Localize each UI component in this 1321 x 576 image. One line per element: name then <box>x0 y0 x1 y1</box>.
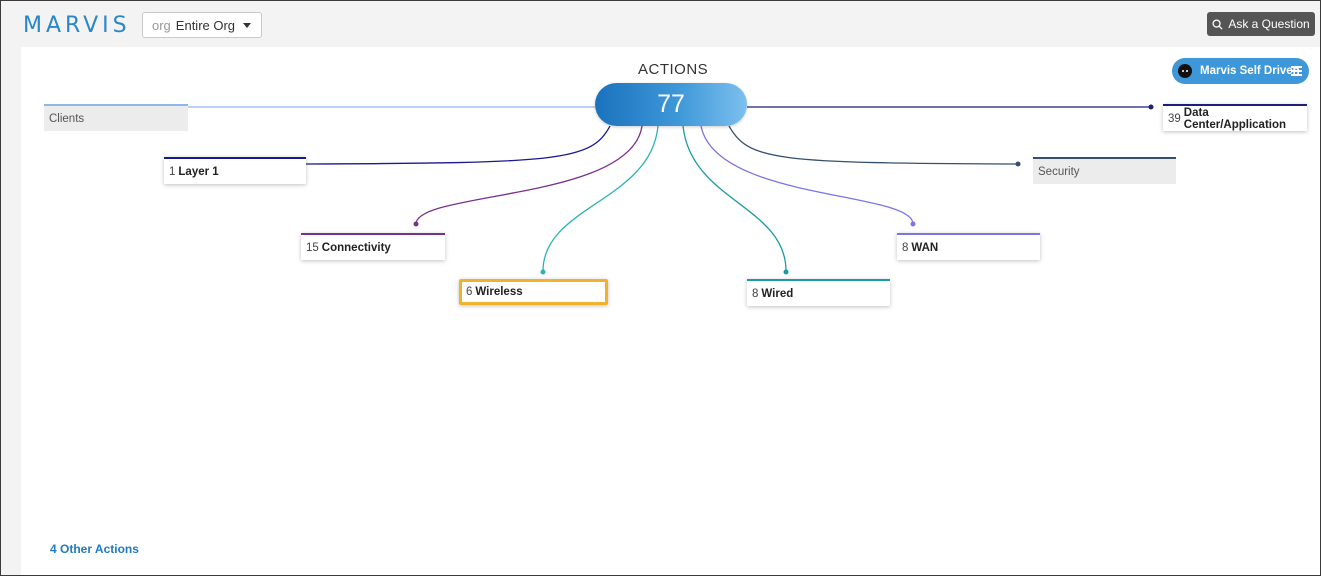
category-card-connectivity[interactable]: 15 Connectivity <box>301 233 445 260</box>
category-count: 8 <box>902 241 909 254</box>
other-actions-link[interactable]: 4 Other Actions <box>50 542 139 556</box>
hamburger-menu-icon <box>1291 66 1302 78</box>
category-label: Clients <box>49 112 85 125</box>
category-count: 15 <box>306 241 319 254</box>
category-count: 8 <box>752 287 759 300</box>
caret-down-icon <box>243 23 251 28</box>
actions-title: ACTIONS <box>638 61 709 78</box>
category-card-wired[interactable]: 8 Wired <box>747 279 890 306</box>
category-label: Wired <box>761 287 794 300</box>
category-card-layer1[interactable]: 1 Layer 1 <box>164 157 306 184</box>
org-selector-value: Entire Org <box>175 17 236 33</box>
self-driven-label: Marvis Self Driven <box>1200 65 1300 77</box>
category-label: Layer 1 <box>178 165 219 178</box>
category-card-clients[interactable]: Clients <box>44 104 188 131</box>
actions-panel <box>21 47 1320 575</box>
ask-question-button[interactable]: Ask a Question <box>1207 12 1315 36</box>
category-card-wan[interactable]: 8 WAN <box>897 233 1040 260</box>
search-icon <box>1212 18 1223 30</box>
category-label: Data Center/Application <box>1183 106 1287 131</box>
category-card-data-center[interactable]: 39 Data Center/Application <box>1163 104 1307 131</box>
category-count: 39 <box>1168 112 1181 125</box>
marvis-logo: MARVIS <box>23 13 131 38</box>
marvis-self-driven-button[interactable]: Marvis Self Driven <box>1172 58 1309 84</box>
org-selector[interactable]: org Entire Org <box>142 12 262 38</box>
actions-total-pill[interactable]: 77 <box>595 83 747 126</box>
category-label: Security <box>1038 165 1080 178</box>
category-label: Connectivity <box>321 241 391 254</box>
category-count: 1 <box>169 165 176 178</box>
robot-icon <box>1178 64 1192 78</box>
category-card-security[interactable]: Security <box>1033 157 1176 184</box>
category-count: 6 <box>466 286 473 298</box>
org-prefix: org <box>152 17 171 33</box>
category-label: Wireless <box>475 286 523 298</box>
category-card-wireless[interactable]: 6 Wireless <box>459 279 608 305</box>
category-label: WAN <box>911 241 939 254</box>
top-bar: MARVIS org Entire Org Ask a Question <box>1 1 1320 47</box>
ask-question-label: Ask a Question <box>1228 17 1310 31</box>
